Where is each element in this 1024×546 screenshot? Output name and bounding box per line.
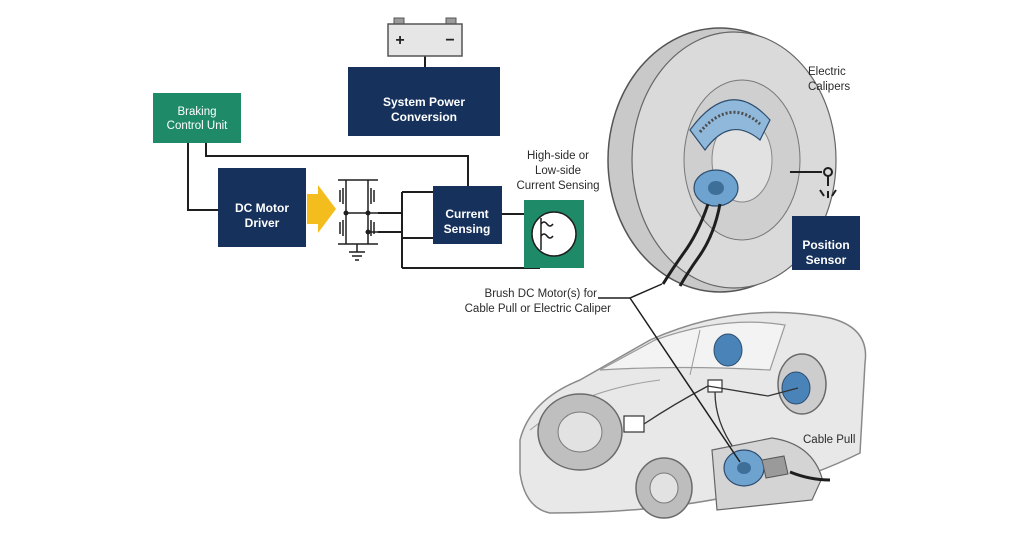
high-low-line2: Low-side bbox=[535, 165, 581, 177]
current-sensing-line1: Current bbox=[445, 207, 488, 221]
brake-disc-illustration bbox=[607, 27, 837, 293]
drive-arrow-icon bbox=[307, 185, 336, 233]
motor-pointer-lines bbox=[598, 283, 741, 463]
position-sensor-icon bbox=[819, 167, 837, 198]
dc-motor-driver-block: DC Motor Driver bbox=[218, 168, 306, 247]
wiring bbox=[187, 55, 540, 269]
car-illustration bbox=[519, 311, 867, 519]
electric-calipers-line2: Calipers bbox=[808, 81, 850, 93]
brush-dc-motor-label: Brush DC Motor(s) for Cable Pull or Elec… bbox=[465, 288, 612, 315]
electric-calipers-line1: Electric bbox=[808, 66, 846, 78]
h-bridge-icon bbox=[338, 179, 378, 261]
high-low-line1: High-side or bbox=[527, 150, 589, 162]
node-dot bbox=[365, 210, 371, 216]
dc-motor-driver-line2: Driver bbox=[245, 216, 280, 230]
position-sensor-block: Position Sensor bbox=[792, 216, 860, 270]
braking-unit-line1: Braking bbox=[178, 106, 217, 118]
dc-motor-driver-line1: DC Motor bbox=[235, 201, 289, 215]
current-sensing-line2: Sensing bbox=[444, 222, 491, 236]
node-dot bbox=[365, 229, 371, 235]
system-power-line2: Conversion bbox=[391, 110, 457, 124]
braking-control-unit-block: Braking Control Unit bbox=[153, 93, 241, 143]
brush-dc-line1: Brush DC Motor(s) for bbox=[485, 288, 598, 300]
position-sensor-line1: Position bbox=[802, 238, 849, 252]
battery-plus-label: + bbox=[395, 32, 404, 49]
brush-dc-line2: Cable Pull or Electric Caliper bbox=[465, 303, 612, 315]
battery-minus-label: − bbox=[445, 32, 454, 49]
node-dot bbox=[343, 210, 349, 216]
high-low-side-label: High-side or Low-side Current Sensing bbox=[516, 150, 599, 192]
braking-unit-line2: Control Unit bbox=[167, 120, 229, 132]
high-low-line3: Current Sensing bbox=[516, 180, 599, 192]
system-power-line1: System Power bbox=[383, 95, 465, 109]
position-sensor-line2: Sensor bbox=[806, 253, 847, 267]
dc-motor-symbol bbox=[524, 200, 584, 268]
cable-pull-label: Cable Pull bbox=[803, 434, 855, 446]
current-sensing-block: Current Sensing bbox=[433, 186, 502, 244]
battery-icon: + − bbox=[387, 17, 463, 57]
system-power-block: System Power Conversion bbox=[348, 67, 500, 136]
electric-calipers-label: Electric Calipers bbox=[808, 66, 850, 93]
